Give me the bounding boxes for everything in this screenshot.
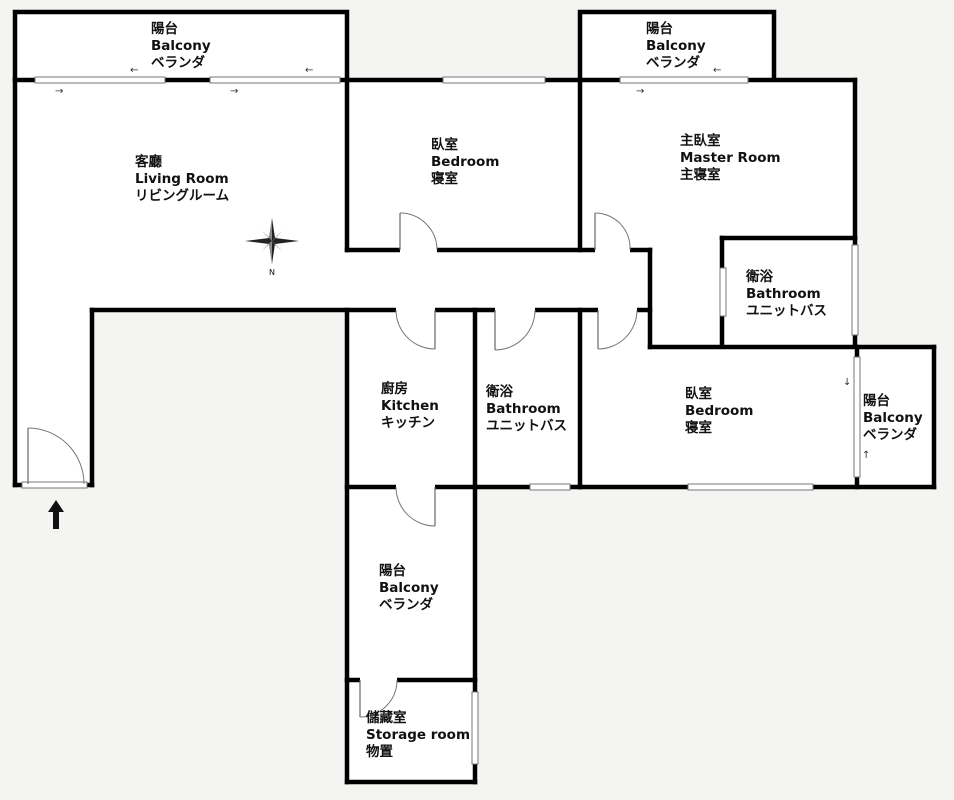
- room-ja: ベランダ: [863, 427, 917, 443]
- room-bedroom-top: 臥室 Bedroom 寝室: [431, 137, 499, 188]
- room-living: 客廳 Living Room リビングルーム: [135, 154, 229, 205]
- room-zh: 陽台: [379, 563, 406, 579]
- room-balcony-left: 陽台 Balcony ベランダ: [151, 21, 211, 72]
- room-zh: 陽台: [863, 393, 890, 409]
- svg-text:→: →: [55, 86, 63, 97]
- svg-text:→: →: [636, 86, 644, 97]
- sliding-arrows: ← ← → → ← → ↓ ↑: [55, 65, 870, 461]
- svg-text:↓: ↓: [843, 377, 851, 388]
- room-ja: 寝室: [685, 420, 712, 436]
- svg-text:→: →: [230, 86, 238, 97]
- room-en: Master Room: [680, 150, 781, 166]
- windows: [21, 76, 861, 765]
- room-ja: ユニットバス: [486, 418, 567, 434]
- svg-text:←: ←: [305, 65, 313, 76]
- room-zh: 主臥室: [680, 133, 721, 149]
- room-ja: ユニットバス: [746, 303, 827, 319]
- room-en: Storage room: [366, 727, 471, 743]
- room-zh: 儲藏室: [366, 710, 407, 726]
- compass-rose-icon: N: [245, 218, 299, 277]
- room-zh: 衛浴: [746, 269, 773, 285]
- compass-north-label: N: [269, 268, 275, 277]
- room-bedroom-bottom: 臥室 Bedroom 寝室: [685, 386, 753, 437]
- room-ja: キッチン: [381, 415, 435, 431]
- room-ja: ベランダ: [151, 55, 205, 71]
- room-en: Bathroom: [746, 286, 821, 302]
- room-zh: 臥室: [685, 386, 712, 402]
- svg-text:←: ←: [130, 65, 138, 76]
- room-zh: 陽台: [151, 21, 178, 37]
- room-en: Kitchen: [381, 398, 439, 414]
- room-zh: 陽台: [646, 21, 673, 37]
- room-en: Bedroom: [685, 403, 754, 419]
- room-en: Bedroom: [431, 154, 500, 170]
- room-ja: 主寝室: [680, 167, 721, 183]
- room-balcony-right: 陽台 Balcony ベランダ: [863, 393, 923, 444]
- room-zh: 客廳: [135, 154, 162, 170]
- room-ja: ベランダ: [379, 597, 433, 613]
- entrance-arrow-icon: [48, 500, 64, 529]
- room-kitchen: 廚房 Kitchen キッチン: [381, 381, 439, 432]
- room-storage: 儲藏室 Storage room 物置: [366, 710, 470, 761]
- room-master: 主臥室 Master Room 主寝室: [680, 133, 781, 184]
- room-en: Balcony: [151, 38, 211, 54]
- room-zh: 廚房: [381, 381, 408, 397]
- svg-text:←: ←: [713, 65, 721, 76]
- room-ja: 寝室: [431, 171, 458, 187]
- room-en: Balcony: [646, 38, 706, 54]
- room-en: Living Room: [135, 171, 229, 187]
- room-zh: 臥室: [431, 137, 458, 153]
- room-bath-center: 衛浴 Bathroom ユニットバス: [486, 384, 567, 435]
- room-zh: 衛浴: [486, 384, 513, 400]
- doors: [27, 212, 638, 718]
- room-ja: 物置: [366, 744, 393, 760]
- room-en: Balcony: [863, 410, 923, 426]
- room-en: Bathroom: [486, 401, 561, 417]
- room-en: Balcony: [379, 580, 439, 596]
- svg-text:↑: ↑: [862, 450, 870, 461]
- room-balcony-bottom: 陽台 Balcony ベランダ: [379, 563, 439, 614]
- room-ja: ベランダ: [646, 55, 700, 71]
- room-balcony-mid: 陽台 Balcony ベランダ: [646, 21, 706, 72]
- room-fills: [15, 12, 934, 782]
- room-ja: リビングルーム: [135, 188, 230, 204]
- room-bath-master: 衛浴 Bathroom ユニットバス: [746, 269, 827, 320]
